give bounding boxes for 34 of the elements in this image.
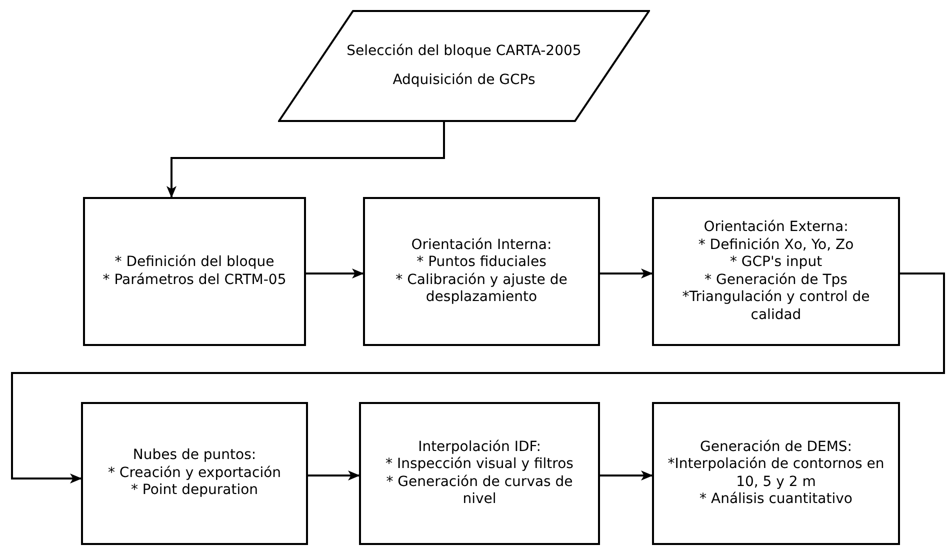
- node-text: * Puntos fiduciales: [416, 254, 546, 272]
- node-text: * Análisis cuantitativo: [700, 491, 852, 508]
- node-text: Orientación Externa:: [704, 219, 848, 236]
- node-text: * Point depuration: [130, 482, 258, 500]
- arrow: [600, 268, 653, 278]
- node-text: * Definición del bloque: [114, 254, 274, 272]
- arrow: [166, 122, 445, 198]
- node-text: Orientación Interna:: [411, 236, 552, 254]
- node-text: Generación de DEMS:: [700, 438, 852, 456]
- arrow: [600, 470, 653, 480]
- node-text: * Generación de curvas de nivel: [385, 474, 574, 508]
- node-text: *Triangulación y control de calidad: [681, 289, 871, 324]
- node-text: * Definición Xo, Yo, Zo: [698, 236, 854, 254]
- node-text: * GCP's input: [730, 254, 822, 272]
- node-text: * Calibración y ajuste de desplazamiento: [394, 272, 568, 306]
- process-box: [359, 402, 600, 545]
- process-box: [83, 197, 306, 346]
- node-text: * Parámetros del CRTM-05: [102, 272, 286, 289]
- process-box: [363, 197, 600, 346]
- node-text: Interpolación IDF:: [418, 438, 541, 456]
- input-parallelogram: [278, 10, 650, 122]
- node-text: * Generación de Tps: [704, 272, 848, 289]
- node-text: * Creación y exportación: [108, 464, 282, 482]
- arrow: [308, 470, 360, 480]
- process-box: [652, 197, 900, 346]
- process-box: [81, 402, 308, 545]
- node-text: *Interpolación de contornos en 10, 5 y 2 m: [666, 456, 886, 491]
- process-box: [652, 402, 900, 545]
- node-text: * Inspección visual y filtros: [386, 456, 574, 474]
- node-text: Selección del bloque CARTA-2005: [346, 42, 582, 60]
- node-text: Adquisición de GCPs: [392, 72, 536, 90]
- node-text: Nubes de puntos:: [132, 447, 256, 465]
- arrow: [306, 268, 364, 278]
- arrow: [11, 272, 945, 484]
